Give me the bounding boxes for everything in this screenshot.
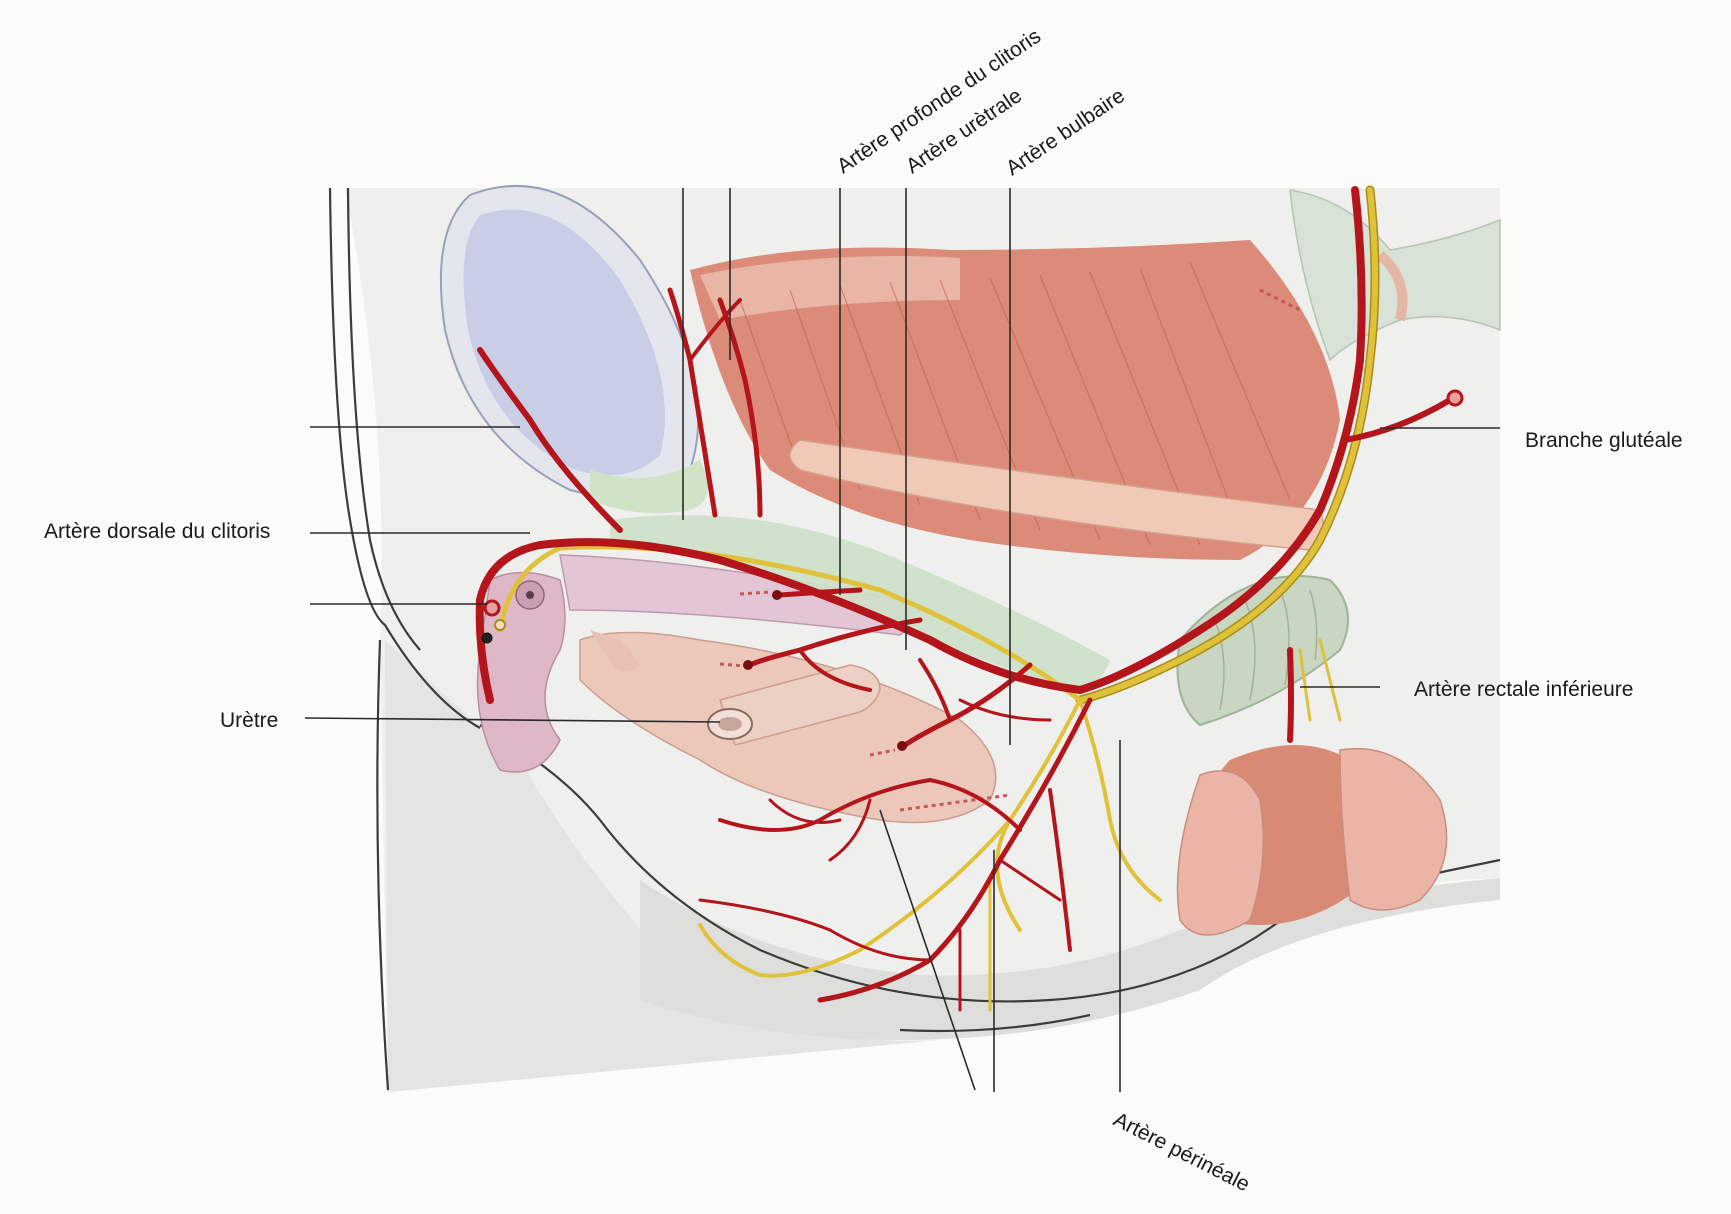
- leader-lines: [304, 188, 1500, 1092]
- rectum: [1176, 745, 1448, 936]
- label-arteria-dorsale-clitoris: Artère dorsale du clitoris: [44, 520, 270, 543]
- label-branche-gluteale: Branche glutéale: [1525, 429, 1683, 452]
- urethra-tube: [707, 664, 881, 746]
- vessel-entry-marks: [719, 288, 1301, 812]
- label-uretre: Urètre: [220, 709, 278, 732]
- piriformis: [1289, 189, 1501, 362]
- levator-ani-muscle: [690, 240, 1340, 560]
- label-arteria-perineale: Artère périnéale: [1110, 1108, 1254, 1196]
- bladder: [439, 184, 708, 514]
- internal-pudendal-artery: [475, 186, 1464, 1012]
- label-arteria-rectale-inferieure: Artère rectale inférieure: [1414, 678, 1633, 701]
- pudendal-nerve: [497, 185, 1380, 1012]
